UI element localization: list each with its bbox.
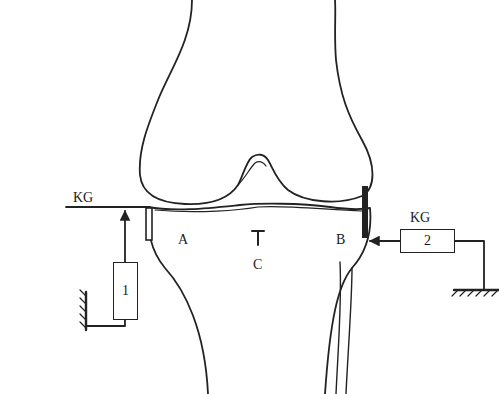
sensor-label: KG bbox=[410, 211, 430, 225]
tibia-outline bbox=[148, 204, 370, 394]
sensor-label: KG bbox=[73, 191, 93, 205]
point-label: C bbox=[253, 258, 262, 272]
point-label: B bbox=[336, 233, 345, 247]
electrode bbox=[362, 186, 368, 238]
box-number: 2 bbox=[424, 234, 431, 248]
point-label: A bbox=[178, 233, 188, 247]
sensor-box: 1 bbox=[113, 262, 138, 320]
sensor-box: 2 bbox=[400, 229, 455, 253]
electrode bbox=[146, 208, 152, 240]
femur-outline bbox=[140, 0, 373, 204]
box-number: 1 bbox=[122, 284, 129, 298]
